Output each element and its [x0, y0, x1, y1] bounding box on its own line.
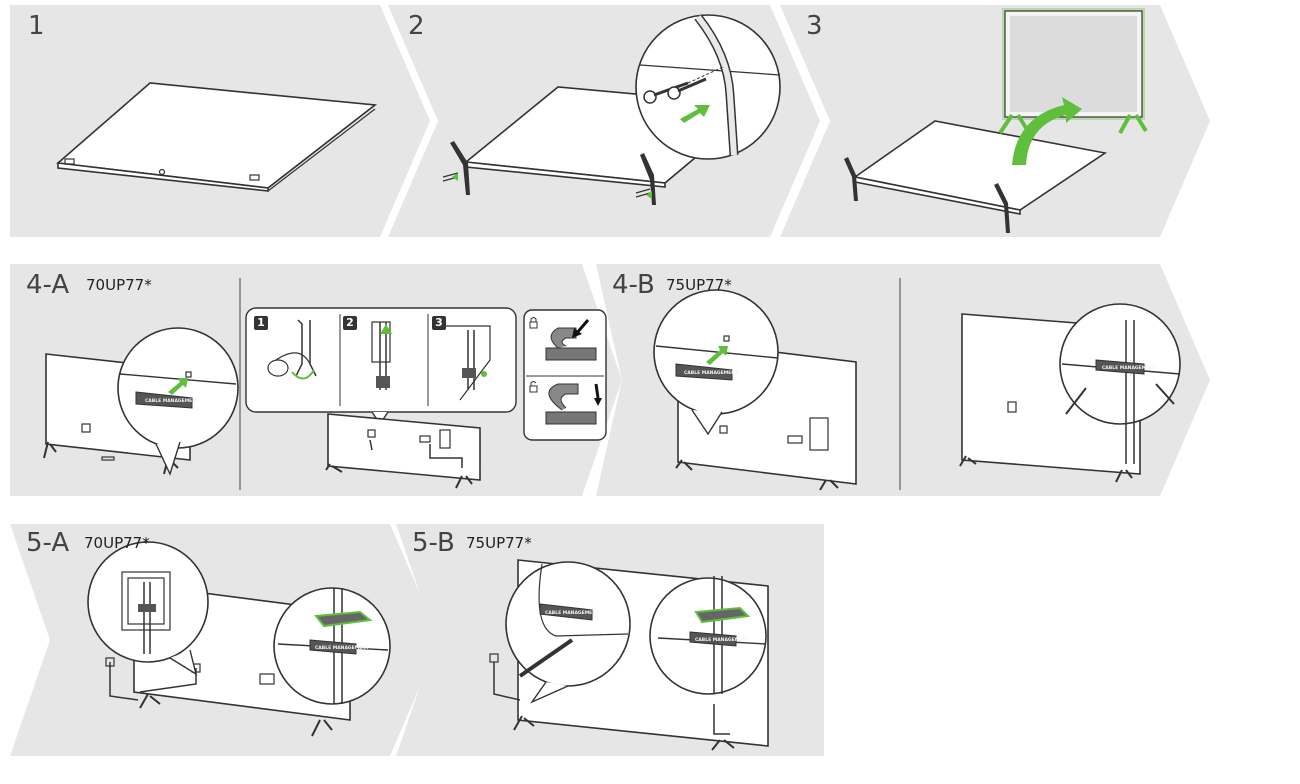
- step-5a-illustration: CABLE MANAGEMENT: [10, 524, 440, 756]
- cable-management-label: CABLE MANAGEMENT: [695, 637, 750, 643]
- model-label: 70UP77*: [86, 276, 152, 294]
- step-number: 5-B: [412, 528, 455, 558]
- model-label: 75UP77*: [666, 276, 732, 294]
- step-1-illustration: [10, 5, 430, 237]
- cable-management-label: CABLE MANAGEMENT: [315, 645, 370, 651]
- step-4a-panel: CABLE MANAGEMENT: [10, 264, 622, 496]
- screw-icon: [643, 77, 707, 104]
- step-5b-panel: CABLE MANAGEMENT CABLE MANAGEMENT 5-B 75…: [396, 524, 824, 756]
- step-3-illustration: [780, 5, 1210, 237]
- cable-management-label: CABLE MANAGEMENT: [1102, 365, 1157, 371]
- step-1-panel: 1: [10, 5, 430, 237]
- step-5a-panel: CABLE MANAGEMENT 5-A 70UP77*: [10, 524, 440, 756]
- step-4b-panel: CABLE MANAGEMENT CABLE MANAGEMENT 4-B 75…: [596, 264, 1210, 496]
- step-2-panel: 2: [388, 5, 820, 237]
- step-number: 1: [28, 11, 45, 41]
- step-4a-illustration: CABLE MANAGEMENT: [10, 264, 622, 496]
- model-label: 70UP77*: [84, 534, 150, 552]
- lock-closed-icon: [529, 317, 538, 329]
- model-label: 75UP77*: [466, 534, 532, 552]
- cable-management-label: CABLE MANAGEMENT: [145, 398, 200, 404]
- step-number: 4-B: [612, 270, 655, 300]
- cable-management-label: CABLE MANAGEMENT: [545, 610, 600, 616]
- step-5b-illustration: CABLE MANAGEMENT CABLE MANAGEMENT: [396, 524, 824, 756]
- step-number: 3: [806, 11, 823, 41]
- step-number: 2: [408, 11, 425, 41]
- step-3-panel: 3: [780, 5, 1210, 237]
- step-number: 5-A: [26, 528, 70, 558]
- substep-badge: 3: [432, 316, 446, 330]
- substep-badge: 2: [343, 316, 357, 330]
- substep-badge: 1: [254, 316, 268, 330]
- step-number: 4-A: [26, 270, 70, 300]
- cable-management-label: CABLE MANAGEMENT: [684, 370, 739, 376]
- lock-open-icon: [529, 381, 538, 393]
- step-4b-illustration: CABLE MANAGEMENT CABLE MANAGEMENT: [596, 264, 1210, 496]
- step-2-illustration: [388, 5, 820, 237]
